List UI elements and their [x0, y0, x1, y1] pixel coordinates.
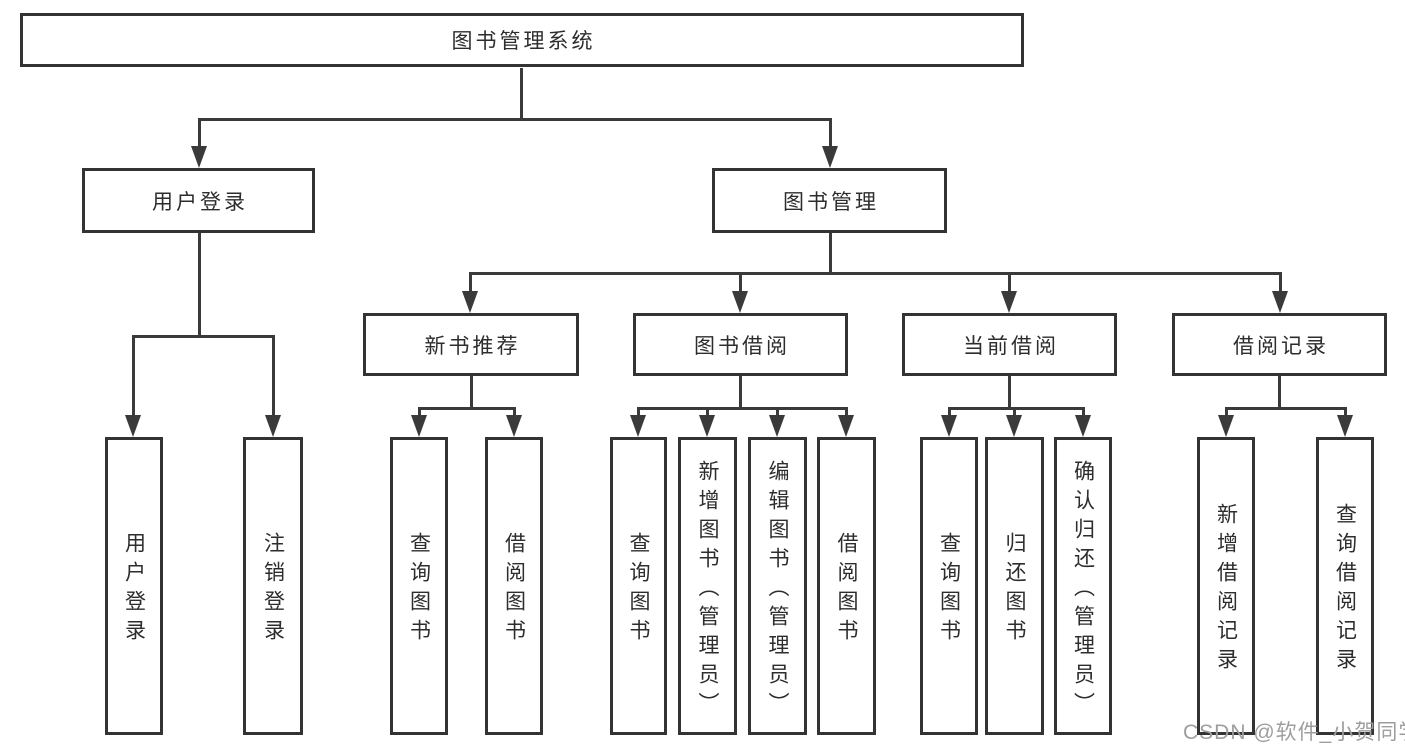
leaf-query-borrow-record: 查询借阅记录: [1316, 437, 1374, 735]
connector-line: [776, 407, 779, 416]
connector-line: [132, 335, 135, 416]
arrow-down-icon: [838, 415, 854, 437]
leaf-borrow-book-recommend: 借阅图书: [485, 437, 543, 735]
leaf-logout: 注销登录: [243, 437, 303, 735]
arrow-down-icon: [265, 415, 281, 437]
node-new-book-recommend: 新书推荐: [363, 313, 579, 376]
leaf-confirm-return-admin: 确认归还（管理员）: [1054, 437, 1112, 735]
arrow-down-icon: [699, 415, 715, 437]
connector-line: [845, 407, 848, 416]
connector-line: [1008, 272, 1011, 292]
connector-line: [948, 407, 1084, 410]
arrow-down-icon: [732, 291, 748, 313]
leaf-borrow-book: 借阅图书: [817, 437, 876, 735]
arrow-down-icon: [1218, 415, 1234, 437]
connector-line: [418, 407, 421, 416]
arrow-down-icon: [630, 415, 646, 437]
node-borrow-records: 借阅记录: [1172, 313, 1387, 376]
leaf-edit-book-admin: 编辑图书（管理员）: [748, 437, 807, 735]
connector-line: [198, 118, 832, 121]
connector-line: [829, 118, 832, 148]
node-root: 图书管理系统: [20, 13, 1024, 67]
leaf-user-login: 用户登录: [105, 437, 163, 735]
leaf-return-book: 归还图书: [985, 437, 1044, 735]
leaf-add-borrow-record: 新增借阅记录: [1197, 437, 1255, 735]
arrow-down-icon: [125, 415, 141, 437]
connector-line: [739, 376, 742, 407]
arrow-down-icon: [411, 415, 427, 437]
leaf-query-book-recommend: 查询图书: [390, 437, 448, 735]
connector-line: [948, 407, 951, 416]
connector-line: [469, 272, 472, 292]
csdn-watermark: CSDN @软件_小贺同学: [1183, 721, 1405, 744]
node-book-borrow: 图书借阅: [633, 313, 848, 376]
connector-line: [418, 407, 515, 410]
arrow-down-icon: [769, 415, 785, 437]
connector-line: [469, 272, 1281, 275]
arrow-down-icon: [1001, 291, 1017, 313]
arrow-down-icon: [1075, 415, 1091, 437]
leaf-add-book-admin: 新增图书（管理员）: [678, 437, 737, 735]
connector-line: [520, 68, 523, 118]
connector-line: [132, 335, 274, 338]
arrow-down-icon: [941, 415, 957, 437]
connector-line: [470, 376, 473, 407]
arrow-down-icon: [462, 291, 478, 313]
arrow-down-icon: [1337, 415, 1353, 437]
node-book-management: 图书管理: [712, 168, 947, 233]
connector-line: [1082, 407, 1085, 416]
connector-line: [1279, 272, 1282, 292]
connector-line: [1008, 376, 1011, 407]
leaf-query-book-borrow: 查询图书: [610, 437, 667, 735]
connector-line: [637, 407, 640, 416]
connector-line: [829, 233, 832, 272]
connector-line: [198, 118, 201, 148]
arrow-down-icon: [1006, 415, 1022, 437]
connector-line: [706, 407, 709, 416]
connector-line: [272, 335, 275, 416]
connector-line: [739, 272, 742, 292]
connector-line: [198, 233, 201, 335]
arrow-down-icon: [822, 146, 838, 168]
connector-line: [1344, 407, 1347, 416]
leaf-query-book-current: 查询图书: [920, 437, 978, 735]
connector-line: [1013, 407, 1016, 416]
node-current-borrow: 当前借阅: [902, 313, 1117, 376]
arrow-down-icon: [1272, 291, 1288, 313]
connector-line: [513, 407, 516, 416]
connector-line: [1278, 376, 1281, 407]
connector-line: [1225, 407, 1228, 416]
connector-line: [637, 407, 848, 410]
connector-line: [1225, 407, 1346, 410]
node-user-login: 用户登录: [82, 168, 315, 233]
arrow-down-icon: [191, 146, 207, 168]
arrow-down-icon: [506, 415, 522, 437]
